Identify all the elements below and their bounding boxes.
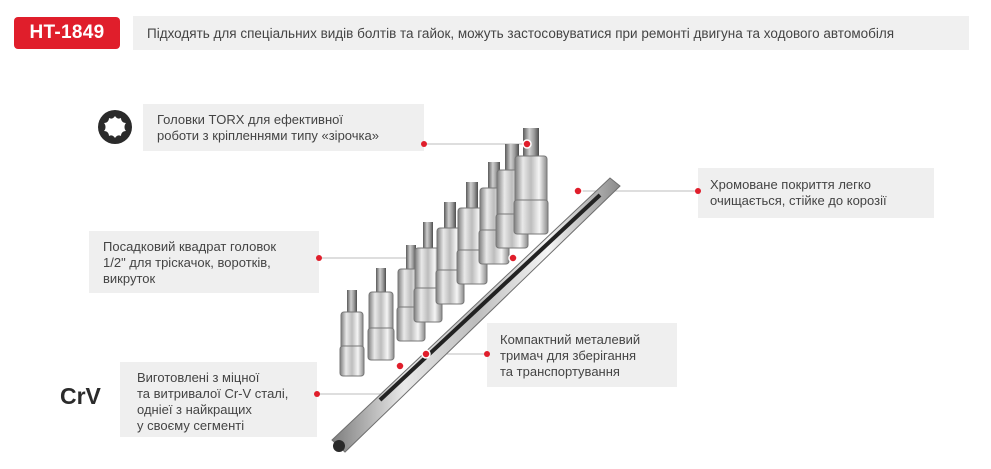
header-description: Підходять для спеціальних видів болтів т… — [133, 16, 969, 50]
callout-torx: Головки TORX для ефективної роботи з крі… — [143, 104, 424, 151]
product-code-badge: HT-1849 — [14, 17, 120, 49]
callout-chrome-coating: Хромоване покриття легко очищається, сті… — [698, 168, 934, 218]
holder-rail — [331, 177, 621, 453]
callout-square-drive: Посадковий квадрат головок 1/2" для тріс… — [89, 231, 319, 293]
material-label: CrV — [60, 383, 101, 409]
callout-metal-holder: Компактний металевий тримач для зберіган… — [487, 323, 677, 387]
torx-star-icon — [98, 110, 132, 144]
callout-crv-steel: Виготовлені з міцної та витривалої Cr-V … — [120, 362, 317, 437]
